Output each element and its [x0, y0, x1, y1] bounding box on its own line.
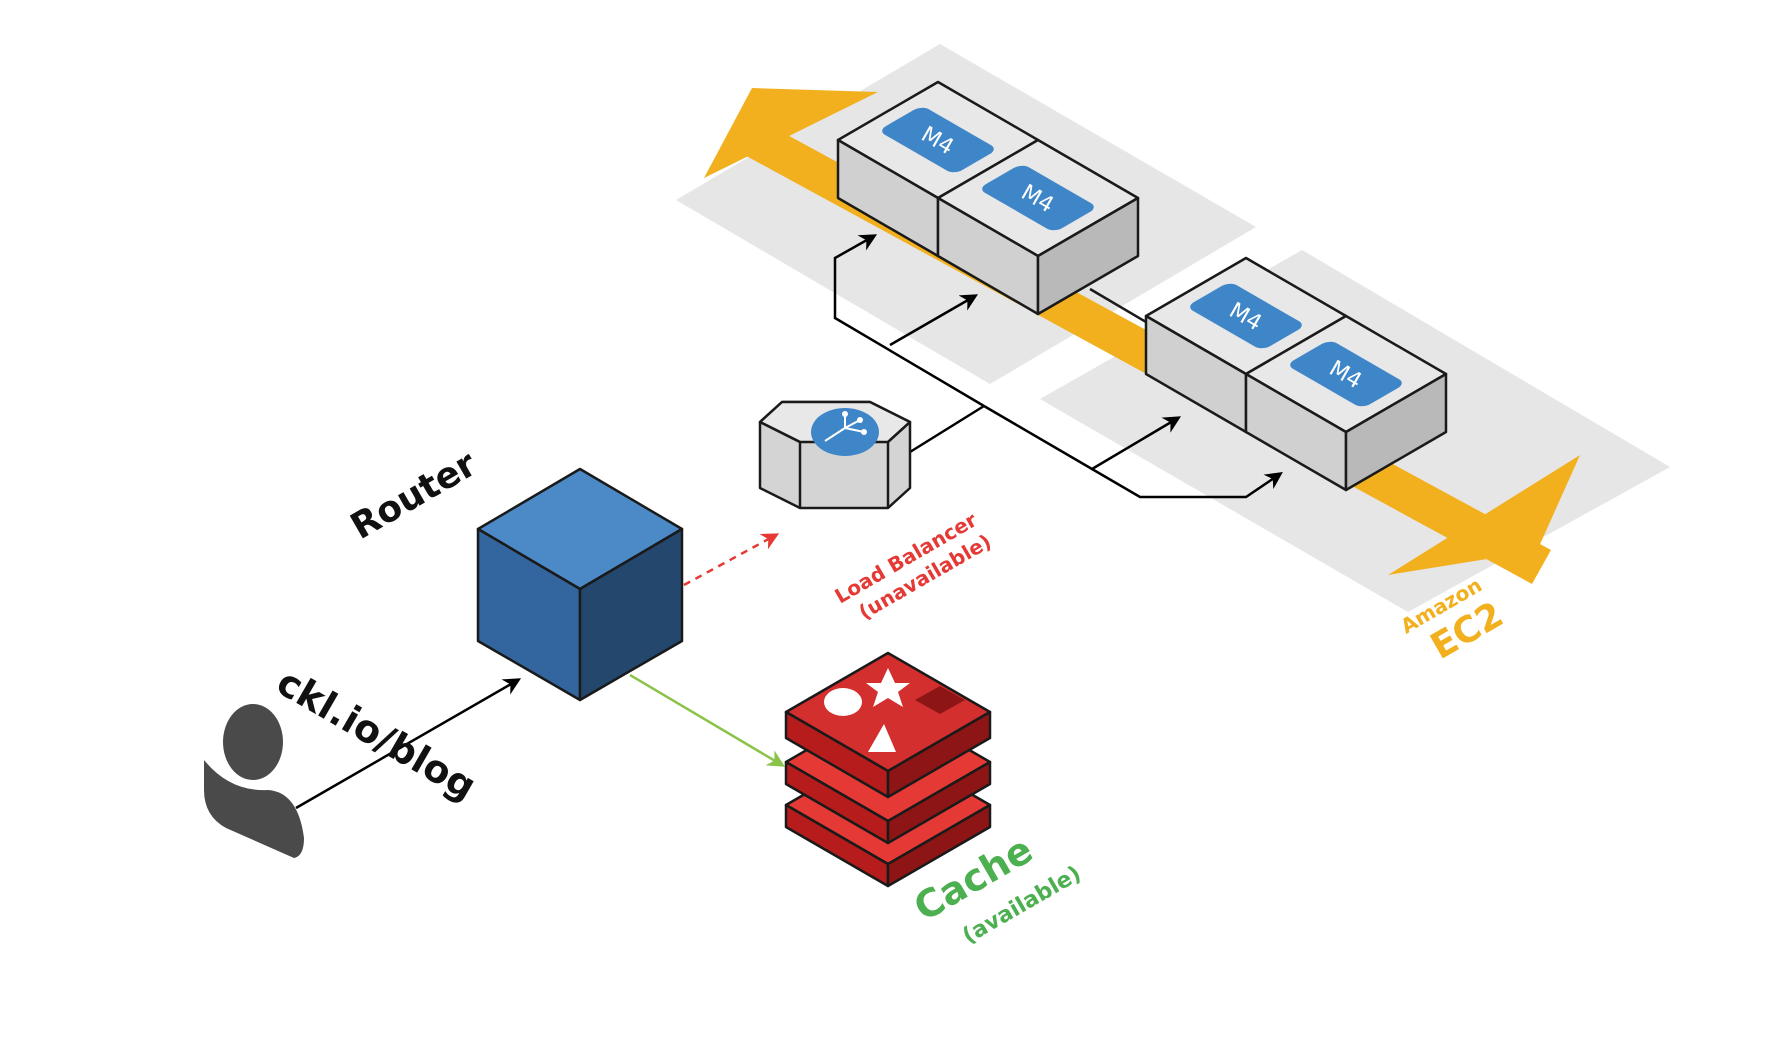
instance-badge-2: M4	[982, 165, 1094, 231]
ec2-arrow-head-right	[1388, 455, 1580, 575]
cache-symbols	[824, 668, 965, 752]
instance-group-upper	[836, 80, 1140, 316]
instance-badge-3: M4	[1190, 283, 1302, 349]
load-balancer-icon	[758, 400, 912, 510]
router-label: Router	[344, 443, 484, 547]
url-label: ckl.io/blog	[270, 660, 484, 809]
ec2-arrow-head-left	[704, 88, 878, 178]
cache-icon	[784, 651, 992, 888]
user-icon	[204, 704, 304, 858]
router-icon	[476, 467, 684, 702]
instance-badge-4: M4	[1290, 341, 1402, 407]
lb-connections	[833, 234, 1283, 499]
router-to-cache-link	[629, 673, 786, 767]
user-to-router-link	[295, 678, 522, 810]
instance-badge-1: M4	[882, 107, 994, 173]
router-to-lb-link	[683, 533, 780, 587]
